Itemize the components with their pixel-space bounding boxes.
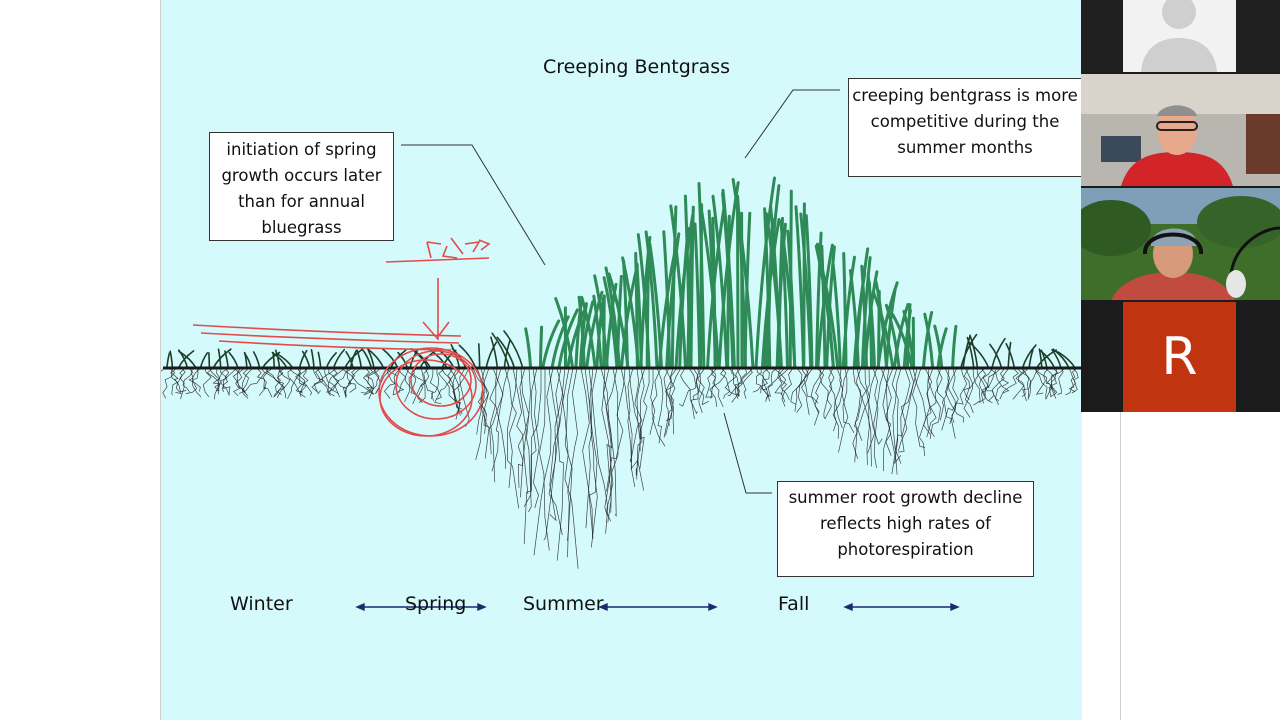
root-strand	[709, 368, 717, 407]
grass-blade	[167, 353, 170, 368]
root-strand	[492, 368, 509, 471]
grass-blade	[367, 349, 383, 369]
callout-root-decline: summer root growth decline reflects high…	[777, 481, 1034, 577]
grass-blade	[254, 352, 260, 368]
season-label-spring: Spring	[405, 593, 466, 615]
root-strand	[873, 368, 878, 468]
grass-blade	[312, 350, 315, 368]
root-strand	[843, 368, 854, 433]
callout-summer-competition: creeping bentgrass is more competitive d…	[848, 78, 1082, 177]
root-strand	[563, 368, 578, 569]
slide-title: Creeping Bentgrass	[543, 56, 730, 78]
grass-blade	[225, 351, 228, 368]
grass-blade	[691, 207, 693, 368]
callout-spring-growth: initiation of spring growth occurs later…	[209, 132, 394, 241]
leader-line-roots	[724, 413, 772, 493]
pen-scribble	[427, 238, 489, 258]
root-strand	[606, 368, 617, 523]
root-strand	[886, 368, 891, 456]
grass-blade	[229, 353, 238, 368]
grass-blade	[695, 224, 700, 368]
root-strand	[376, 368, 389, 393]
avatar-placeholder-icon	[1081, 0, 1280, 72]
grass-blade	[479, 344, 480, 368]
root-strand	[728, 368, 753, 396]
participant-tile[interactable]	[1081, 0, 1280, 72]
participant-video	[1081, 74, 1280, 186]
presentation-slide: Creeping Bentgrass initiation of spring …	[160, 0, 1121, 720]
season-label-winter: Winter	[230, 593, 293, 615]
root-strand	[209, 368, 229, 395]
grass-blade	[953, 326, 956, 368]
root-strand	[712, 368, 724, 407]
leader-line-spring	[401, 145, 545, 265]
root-strand	[513, 368, 528, 494]
grass-blade	[303, 352, 310, 368]
grass-blade	[526, 329, 531, 368]
root-strand	[505, 368, 516, 488]
grass-blade	[357, 350, 361, 368]
participant-video	[1081, 188, 1280, 300]
root-strand	[791, 368, 802, 405]
grass-blade	[318, 352, 320, 368]
participant-panel: R	[1081, 0, 1280, 412]
pen-underline	[386, 258, 489, 262]
grass-blade	[992, 339, 1005, 368]
root-strand	[366, 368, 373, 399]
grass-blade	[334, 350, 345, 368]
participant-video-tile[interactable]	[1081, 74, 1280, 186]
root-strand	[568, 368, 578, 557]
root-strand	[651, 368, 666, 446]
root-strand	[1036, 368, 1047, 400]
root-strand	[313, 368, 339, 394]
grass-blade	[1008, 343, 1010, 368]
season-label-summer: Summer	[523, 593, 604, 615]
root-strand	[163, 368, 175, 398]
root-strand	[589, 368, 597, 539]
season-label-fall: Fall	[778, 593, 809, 615]
root-strand	[801, 368, 818, 403]
root-strand	[482, 368, 492, 454]
grass-blade	[170, 351, 172, 368]
root-strand	[371, 368, 379, 395]
root-strand	[979, 368, 992, 403]
root-strand	[1000, 368, 1018, 399]
grass-blade	[540, 327, 541, 368]
grass-blade	[200, 353, 207, 368]
root-strand	[937, 368, 956, 439]
root-strand	[533, 368, 539, 508]
participant-initial-tile[interactable]: R	[1081, 302, 1280, 412]
root-strand	[161, 368, 165, 392]
grass-blade	[209, 353, 210, 368]
root-strand	[189, 368, 200, 392]
grass-blade	[273, 353, 274, 369]
root-strand	[203, 368, 211, 397]
root-strand	[223, 368, 237, 395]
grass-blade	[869, 283, 871, 368]
root-strand	[989, 368, 1005, 401]
leader-line-summer	[745, 90, 840, 158]
participant-initial-avatar: R	[1123, 302, 1236, 412]
pen-annotations	[193, 238, 489, 436]
root-strand	[348, 368, 357, 392]
root-strand	[898, 368, 917, 451]
participant-video-tile[interactable]	[1081, 188, 1280, 300]
root-strand	[485, 368, 503, 459]
root-strand	[1001, 368, 1009, 393]
root-strand	[657, 368, 663, 444]
grass-blade	[804, 204, 805, 368]
